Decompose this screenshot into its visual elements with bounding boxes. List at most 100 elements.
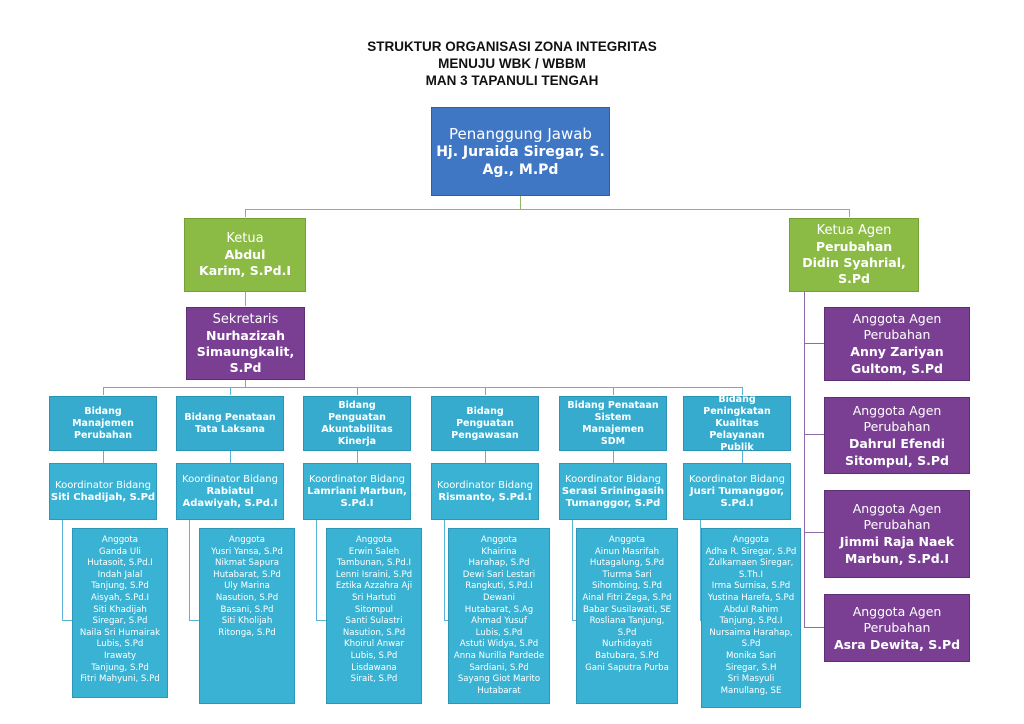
connector-ketua-sekretaris — [245, 292, 246, 306]
anggota-agen-box-4: Anggota Agen Perubahan Asra Dewita, S.Pd — [824, 594, 970, 662]
anggota-line: Anggota — [480, 535, 518, 545]
koordinator-name: Lamriani Marbun, — [307, 486, 407, 497]
anggota-line: Nikmat Sapura — [215, 558, 279, 569]
koordinator-name: Rabiatul — [206, 486, 254, 497]
anggota-box-2: Anggota Yusri Yansa, S.Pd Nikmat Sapura … — [199, 528, 295, 704]
chart-title-line-2: MENUJU WBK / WBBM — [438, 56, 586, 71]
anggota-line: Hutasoit, S.Pd.I — [87, 558, 153, 569]
anggota-line: Siregar, S.Pd — [92, 616, 148, 627]
connector-agen-2 — [804, 434, 824, 435]
bidang-title-line: Perubahan — [73, 429, 132, 441]
anggota-line: S.Th.I — [738, 569, 764, 580]
connector-bidang-horizontal — [103, 387, 743, 388]
bidang-title-line: Bidang Penataan — [184, 411, 276, 423]
anggota-agen-box-2: Anggota Agen Perubahan Dahrul Efendi Sit… — [824, 397, 970, 474]
anggota-line: Yustina Harefa, S.Pd — [707, 592, 795, 603]
anggota-line: Astuti Widya, S.Pd — [459, 639, 539, 650]
anggota-line: Basani, S.Pd — [220, 604, 274, 615]
koordinator-name: Serasi Sriningasih — [561, 486, 665, 497]
koordinator-box-6: Koordinator Bidang Jusri Tumanggor, S.Pd… — [683, 463, 791, 520]
connector-bidang-3 — [357, 387, 358, 395]
anggota-line: Aisyah, S.Pd.I — [90, 592, 150, 603]
anggota-agen-box-3: Anggota Agen Perubahan Jimmi Raja Naek M… — [824, 490, 970, 578]
anggota-line: Eztika Azzahra Aji — [335, 581, 413, 592]
bidang-title-line: Publik — [720, 441, 754, 453]
anggota-line: Sihombing, S.Pd — [592, 581, 662, 592]
anggota-line: Hutabarat — [477, 685, 521, 696]
bidang-box-pelayanan-publik: Bidang Peningkatan Kualitas Pelayanan Pu… — [683, 393, 791, 453]
anggota-line: Erwin Saleh — [348, 546, 400, 557]
anggota-agen-name-2: Marbun, S.Pd.I — [844, 551, 950, 566]
connector-koord-3 — [357, 451, 358, 463]
connector-anggota-6-v — [700, 520, 701, 620]
anggota-line: Harahap, S.Pd — [468, 558, 530, 569]
anggota-line: Rangkuti, S.Pd.I — [465, 581, 533, 592]
anggota-line: Khairina — [481, 546, 517, 557]
koordinator-name: Siti Chadijah, S.Pd — [50, 492, 156, 503]
koordinator-name: Rismanto, S.Pd.I — [438, 492, 532, 503]
anggota-agen-role-1: Anggota Agen — [852, 603, 942, 619]
connector-bidang-6 — [742, 387, 743, 395]
anggota-agen-role-2: Perubahan — [863, 619, 931, 635]
bidang-box-sistem-manajemen-sdm: Bidang Penataan Sistem Manajemen SDM — [559, 396, 667, 451]
anggota-line: Gani Saputra Purba — [585, 662, 669, 673]
connector-anggota-2-v — [189, 520, 190, 620]
connector-anggota-1-v — [62, 520, 63, 620]
anggota-line: Anggota — [228, 535, 266, 545]
anggota-agen-name-1: Anny Zariyan — [850, 344, 944, 359]
anggota-line: Ritonga, S.Pd — [218, 627, 276, 638]
anggota-line: Sirait, S.Pd — [350, 674, 398, 685]
anggota-line: Ganda Uli — [99, 546, 141, 557]
bidang-title-line: Kualitas Pelayanan — [709, 417, 765, 441]
anggota-line: Tanjung, S.Pd — [91, 662, 149, 673]
anggota-agen-name-2: Gultom, S.Pd — [851, 361, 943, 376]
anggota-box-3: Anggota Erwin Saleh Tambunan, S.Pd.I Len… — [326, 528, 422, 704]
anggota-line: Anggota — [608, 535, 646, 545]
connector-to-ketua — [245, 209, 246, 217]
connector-agen-1 — [804, 343, 824, 344]
anggota-agen-role-2: Perubahan — [863, 327, 931, 342]
koordinator-name: Jusri Tumanggor, — [689, 486, 785, 497]
anggota-line: Nursaima Harahap, — [709, 627, 793, 638]
koordinator-name: Adawiyah, S.Pd.I — [182, 498, 278, 509]
penanggung-jawab-name-1: Hj. Juraida Siregar, S. — [436, 143, 605, 160]
anggota-box-4: Anggota Khairina Harahap, S.Pd Dewi Sari… — [448, 528, 550, 704]
anggota-box-5: Anggota Ainun Masrifah Hutagalung, S.Pd … — [576, 528, 678, 704]
anggota-agen-role-2: Perubahan — [863, 517, 931, 532]
anggota-line: Batubara, S.Pd — [595, 650, 659, 661]
bidang-title-line: SDM — [600, 435, 626, 447]
anggota-agen-name-1: Dahrul Efendi — [849, 435, 945, 451]
connector-koord-4 — [485, 451, 486, 463]
bidang-title-line: Bidang Peningkatan — [703, 393, 771, 417]
penanggung-jawab-role: Penanggung Jawab — [449, 124, 592, 143]
koordinator-box-1: Koordinator Bidang Siti Chadijah, S.Pd — [49, 463, 157, 520]
anggota-line: Anggota — [355, 535, 393, 545]
anggota-agen-box-1: Anggota Agen Perubahan Anny Zariyan Gult… — [824, 307, 970, 381]
sekretaris-name-1: Nurhazizah — [205, 327, 286, 343]
sekretaris-box: Sekretaris Nurhazizah Simaungkalit, S.Pd — [186, 307, 305, 380]
bidang-title-line: Pengawasan — [451, 429, 519, 441]
anggota-line: Irawaty — [103, 650, 137, 661]
bidang-title-line: Bidang Penguatan — [328, 399, 386, 423]
bidang-box-penataan-tata-laksana: Bidang Penataan Tata Laksana — [176, 396, 284, 451]
koordinator-box-4: Koordinator Bidang Rismanto, S.Pd.I — [431, 463, 539, 520]
anggota-line: Manullang, SE — [720, 685, 782, 696]
anggota-line: Dewi Sari Lestari — [462, 569, 536, 580]
bidang-box-penguatan-pengawasan: Bidang Penguatan Pengawasan — [431, 396, 539, 451]
connector-anggota-3-v — [316, 520, 317, 620]
anggota-line: Indah Jalal — [97, 569, 143, 580]
koordinator-label: Koordinator Bidang — [437, 480, 533, 491]
anggota-line: Siti Khadijah — [93, 604, 147, 615]
connector-koord-1 — [103, 451, 104, 463]
connector-agen-4 — [804, 627, 824, 628]
anggota-line: Lenni Israini, S.Pd — [335, 569, 413, 580]
anggota-line: Siregar, S.H — [725, 662, 777, 673]
koordinator-label: Koordinator Bidang — [182, 474, 278, 485]
connector-anggota-5-v — [572, 520, 573, 620]
bidang-title-line: Tata Laksana — [195, 423, 265, 435]
anggota-line: Lubis, S.Pd — [350, 650, 398, 661]
anggota-line: Fitri Mahyuni, S.Pd — [80, 674, 160, 685]
anggota-line: Monika Sari — [726, 650, 776, 661]
anggota-line: Irma Surnisa, S.Pd — [711, 581, 791, 592]
anggota-line: Tiurma Sari — [602, 569, 652, 580]
